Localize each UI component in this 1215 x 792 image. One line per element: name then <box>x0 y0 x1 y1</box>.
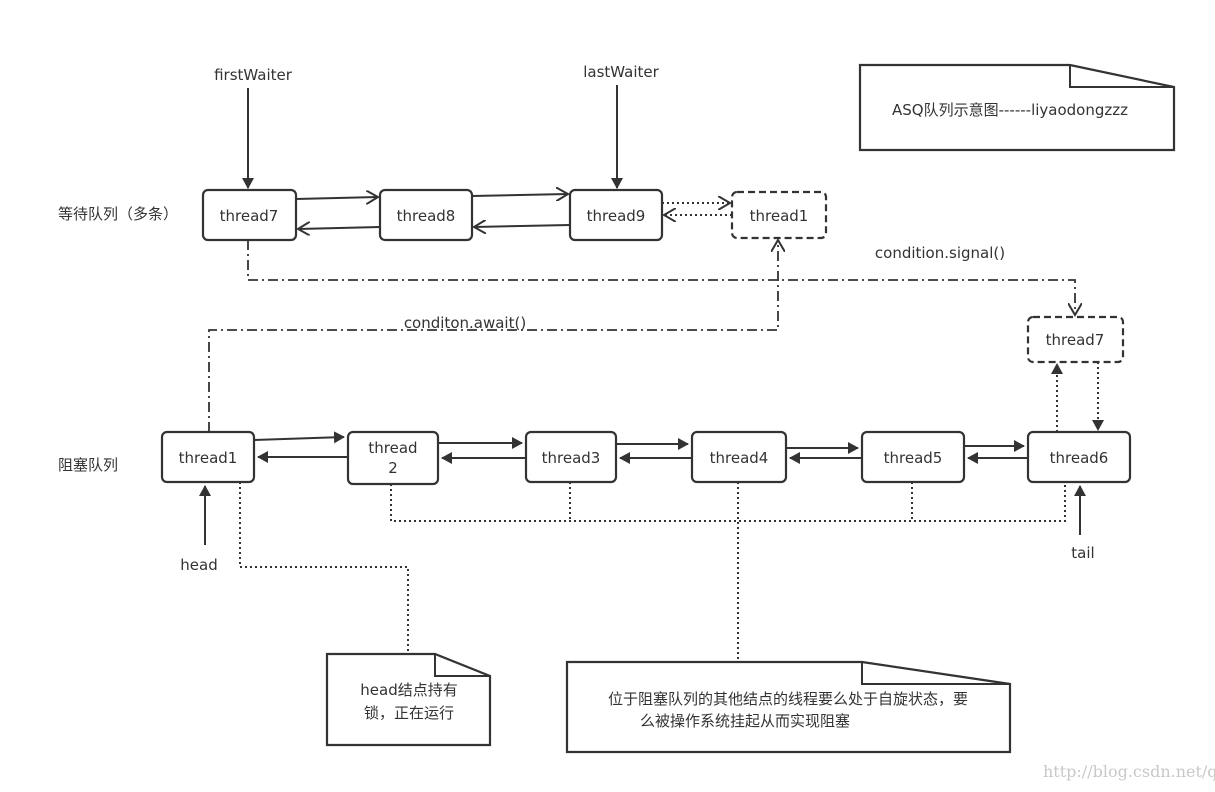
head-label: head <box>180 556 217 574</box>
svg-text:thread7: thread7 <box>220 207 279 225</box>
block-node-thread6: thread6 <box>1026 430 1132 484</box>
svg-text:head结点持有: head结点持有 <box>360 681 457 699</box>
svg-text:thread9: thread9 <box>587 207 646 225</box>
svg-text:thread: thread <box>368 439 417 457</box>
head-note-connector <box>239 482 409 654</box>
spin-connector <box>390 484 1066 522</box>
prev-arrow <box>474 225 571 227</box>
svg-text:thread3: thread3 <box>542 449 601 467</box>
block-node-thread5: thread5 <box>860 430 966 484</box>
wait-node-thread7: thread7 <box>201 188 298 242</box>
svg-text:thread4: thread4 <box>710 449 769 467</box>
await-path <box>208 240 778 432</box>
signaled-node-thread7: thread7 <box>1026 315 1125 364</box>
svg-text:thread1: thread1 <box>179 449 238 467</box>
signal-path <box>247 240 1075 315</box>
svg-text:位于阻塞队列的其他结点的线程要么处于自旋状态，要: 位于阻塞队列的其他结点的线程要么处于自旋状态，要 <box>608 690 968 708</box>
signal-label: condition.signal() <box>875 244 1005 262</box>
block-node-thread1: thread1 <box>160 430 256 484</box>
first-waiter-label: firstWaiter <box>214 66 293 84</box>
svg-text:锁，正在运行: 锁，正在运行 <box>364 704 454 722</box>
next-arrow <box>471 194 568 196</box>
wait-node-thread8: thread8 <box>378 188 474 242</box>
svg-text:thread8: thread8 <box>397 207 456 225</box>
next-arrow <box>253 431 345 444</box>
svg-text:2: 2 <box>388 459 398 477</box>
prev-arrow <box>298 227 381 229</box>
block-node-thread4: thread4 <box>690 430 788 484</box>
svg-text:thread5: thread5 <box>884 449 943 467</box>
wait-node-thread9: thread9 <box>568 188 664 242</box>
head-note: head结点持有 锁，正在运行 <box>325 652 492 747</box>
title-note: ASQ队列示意图------liyaodongzzz <box>858 63 1176 152</box>
wait-queue-label: 等待队列（多条） <box>58 205 178 223</box>
svg-text:thread6: thread6 <box>1050 449 1109 467</box>
await-label: conditon.await() <box>404 314 526 332</box>
title-note-text: ASQ队列示意图------liyaodongzzz <box>892 101 1128 119</box>
other-nodes-note: 位于阻塞队列的其他结点的线程要么处于自旋状态，要 么被操作系统挂起从而实现阻塞 <box>565 660 1012 754</box>
block-node-thread3: thread3 <box>524 430 618 484</box>
svg-text:么被操作系统挂起从而实现阻塞: 么被操作系统挂起从而实现阻塞 <box>640 712 850 730</box>
watermark: http://blog.csdn.net/qq_28275283 <box>1043 762 1215 781</box>
svg-text:thread1: thread1 <box>750 207 809 225</box>
next-arrow <box>295 197 378 199</box>
last-waiter-label: lastWaiter <box>583 63 659 81</box>
tail-label: tail <box>1071 544 1094 562</box>
block-queue-label: 阻塞队列 <box>58 456 118 474</box>
svg-text:thread7: thread7 <box>1046 331 1105 349</box>
block-node-thread2: thread 2 <box>346 430 440 486</box>
wait-node-thread1-pending: thread1 <box>730 190 828 240</box>
